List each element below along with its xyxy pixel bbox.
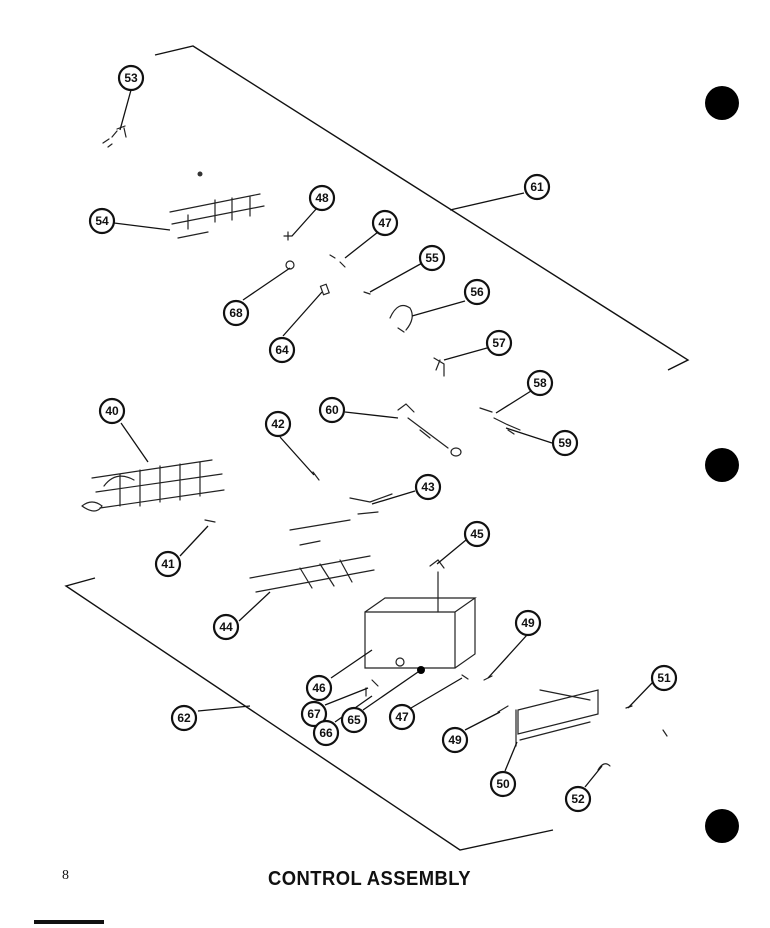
svg-text:48: 48 xyxy=(315,191,329,205)
svg-text:59: 59 xyxy=(558,436,572,450)
svg-text:51: 51 xyxy=(657,671,671,685)
page-number: 8 xyxy=(62,868,69,883)
callout-64: 64 xyxy=(268,336,296,364)
svg-text:58: 58 xyxy=(533,376,547,390)
callout-58: 58 xyxy=(526,369,554,397)
svg-text:62: 62 xyxy=(177,711,191,725)
callout-68: 68 xyxy=(222,299,250,327)
svg-text:57: 57 xyxy=(492,336,506,350)
callout-40: 40 xyxy=(98,397,126,425)
callout-56: 56 xyxy=(463,278,491,306)
svg-text:50: 50 xyxy=(496,777,510,791)
svg-text:55: 55 xyxy=(425,251,439,265)
callout-55: 55 xyxy=(418,244,446,272)
callout-49-lower: 49 xyxy=(441,726,469,754)
callout-51: 51 xyxy=(650,664,678,692)
svg-text:60: 60 xyxy=(325,403,339,417)
callout-44: 44 xyxy=(212,613,240,641)
svg-text:68: 68 xyxy=(229,306,243,320)
binder-hole-bottom xyxy=(705,809,739,843)
callout-61: 61 xyxy=(523,173,551,201)
callout-62: 62 xyxy=(170,704,198,732)
page-title: CONTROL ASSEMBLY xyxy=(268,868,471,890)
svg-text:42: 42 xyxy=(271,417,285,431)
callout-43: 43 xyxy=(414,473,442,501)
part-sketches xyxy=(81,125,668,771)
svg-text:53: 53 xyxy=(124,71,138,85)
svg-text:65: 65 xyxy=(347,713,361,727)
callout-54: 54 xyxy=(88,207,116,235)
callout-52: 52 xyxy=(564,785,592,813)
callout-65: 65 xyxy=(340,706,368,734)
footer-rule xyxy=(34,920,104,924)
svg-text:54: 54 xyxy=(95,214,109,228)
svg-text:47: 47 xyxy=(395,710,409,724)
callout-60: 60 xyxy=(318,396,346,424)
svg-text:49: 49 xyxy=(448,733,462,747)
svg-text:45: 45 xyxy=(470,527,484,541)
lower-assembly-bracket xyxy=(64,577,554,851)
callout-42: 42 xyxy=(264,410,292,438)
callout-41: 41 xyxy=(154,550,182,578)
svg-text:44: 44 xyxy=(219,620,233,634)
svg-text:67: 67 xyxy=(307,707,321,721)
binder-hole-top xyxy=(705,86,739,120)
svg-text:41: 41 xyxy=(161,557,175,571)
svg-text:64: 64 xyxy=(275,343,289,357)
callout-45: 45 xyxy=(463,520,491,548)
callout-46: 46 xyxy=(305,674,333,702)
svg-text:49: 49 xyxy=(521,616,535,630)
svg-text:66: 66 xyxy=(319,726,333,740)
callout-47-lower: 47 xyxy=(388,703,416,731)
callout-50: 50 xyxy=(489,770,517,798)
svg-text:61: 61 xyxy=(530,180,544,194)
callout-53: 53 xyxy=(117,64,145,92)
binder-hole-middle xyxy=(705,448,739,482)
svg-text:47: 47 xyxy=(378,216,392,230)
callout-47-upper: 47 xyxy=(371,209,399,237)
svg-text:46: 46 xyxy=(312,681,326,695)
svg-text:40: 40 xyxy=(105,404,119,418)
leader-lines xyxy=(113,89,654,788)
callout-48-upper: 48 xyxy=(308,184,336,212)
callout-67: 67 xyxy=(300,700,328,728)
svg-text:43: 43 xyxy=(421,480,435,494)
svg-text:52: 52 xyxy=(571,792,585,806)
upper-assembly-bracket xyxy=(154,45,690,371)
svg-text:56: 56 xyxy=(470,285,484,299)
callout-57: 57 xyxy=(485,329,513,357)
callout-59: 59 xyxy=(551,429,579,457)
callout-66: 66 xyxy=(312,719,340,747)
callout-49-upper: 49 xyxy=(514,609,542,637)
